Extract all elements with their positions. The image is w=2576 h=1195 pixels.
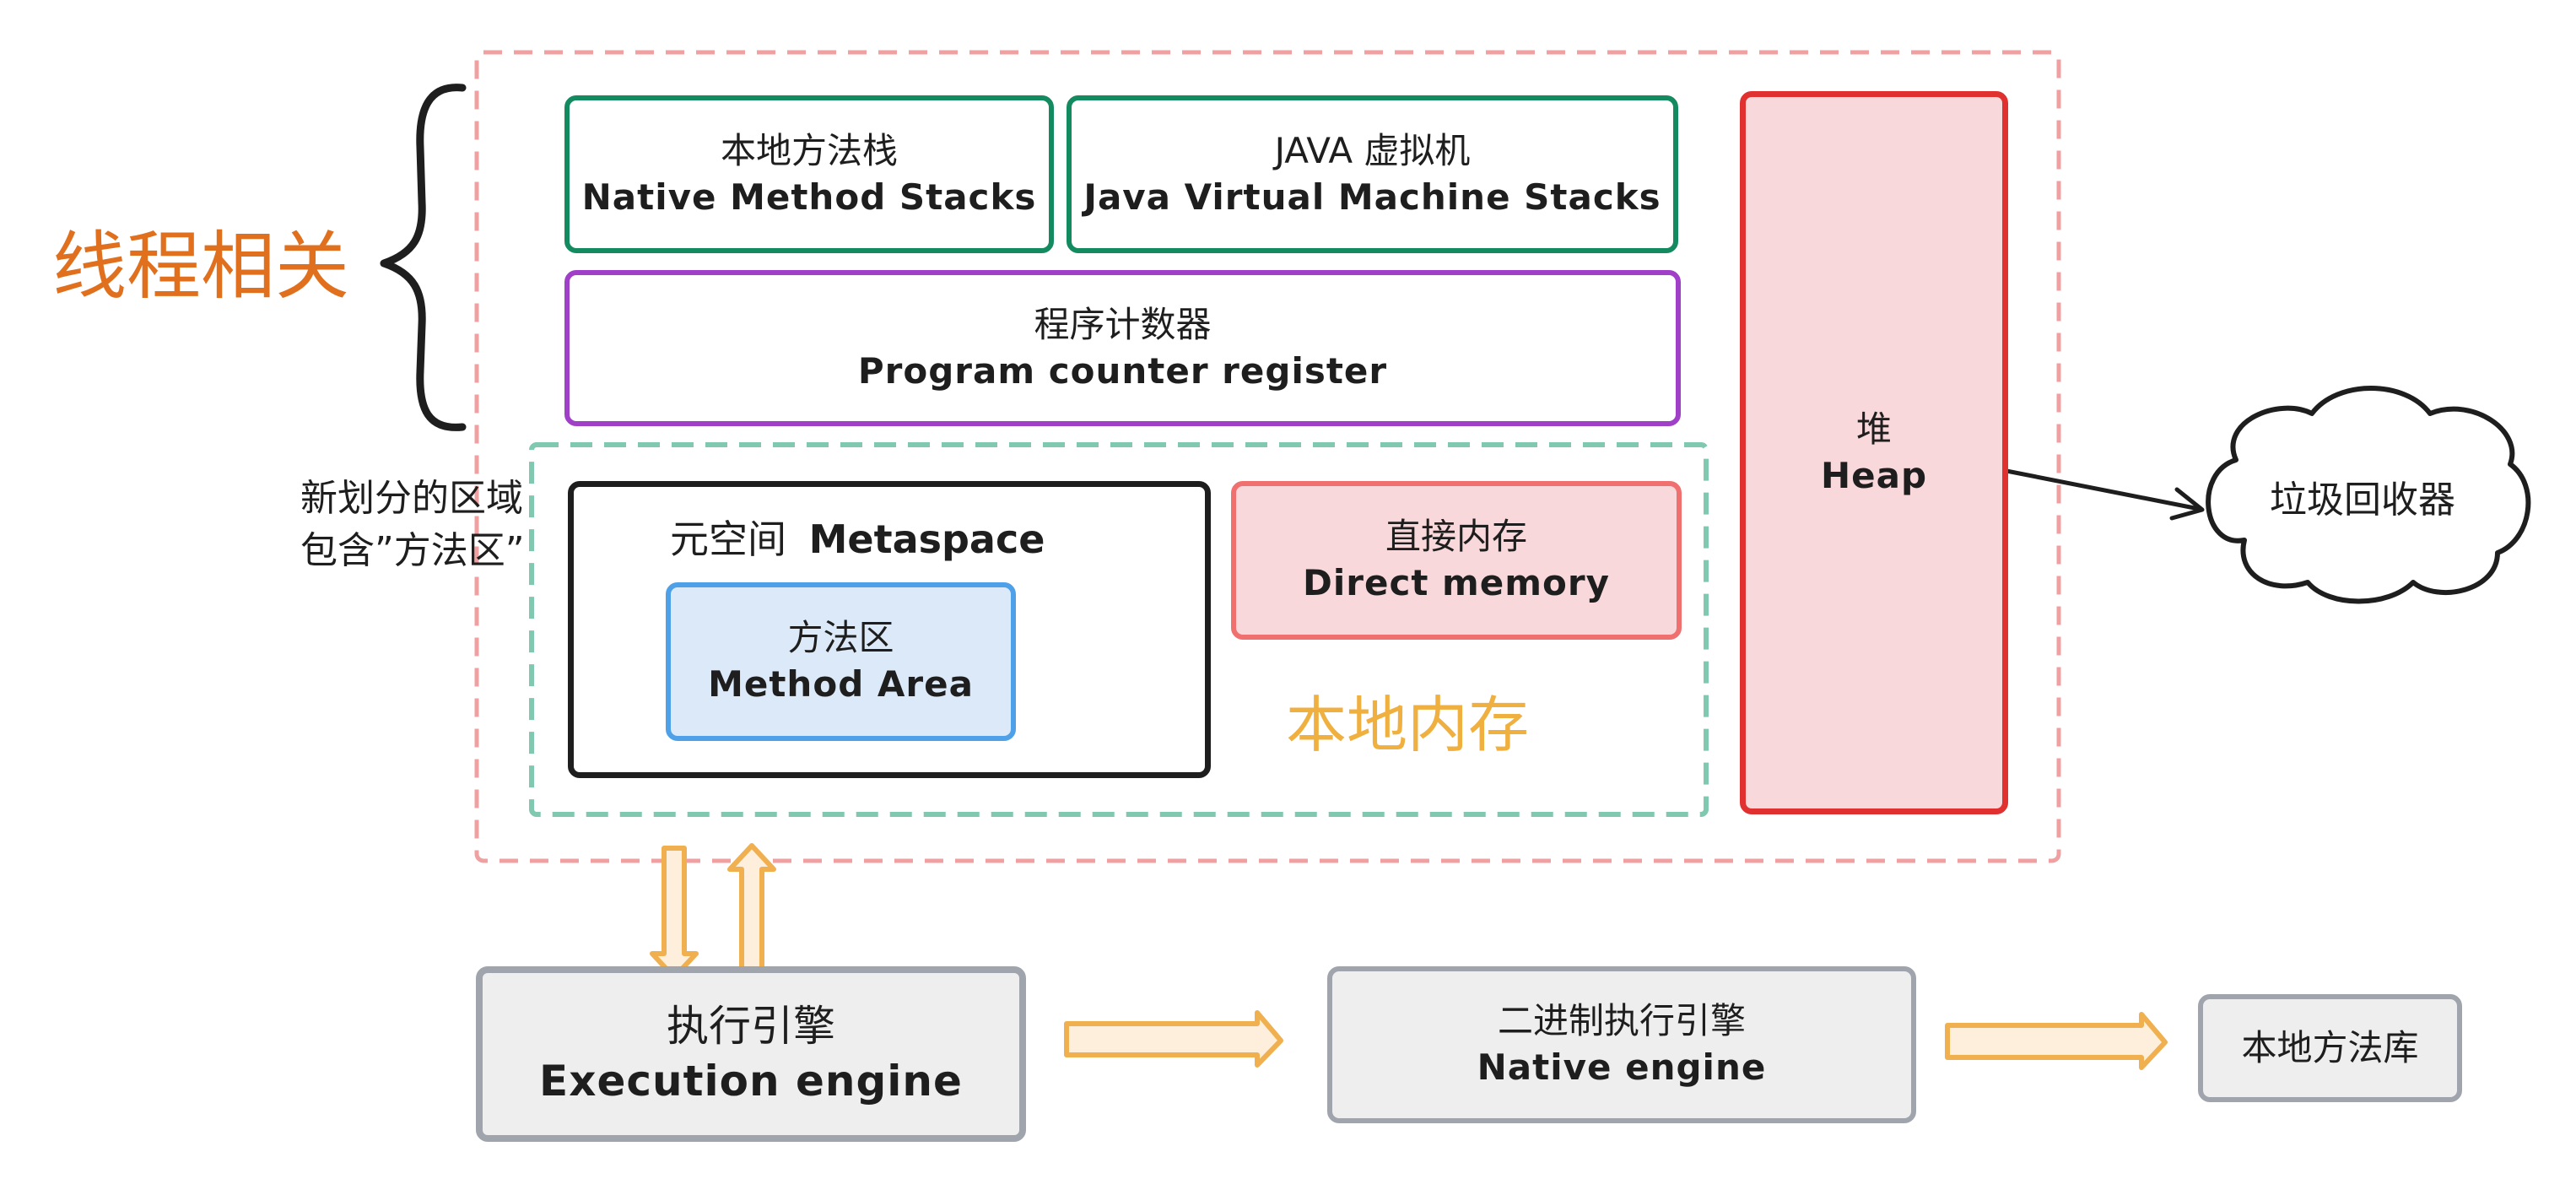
native-memory-label: 本地内存 [1286,689,1530,760]
metaspace-cn: 元空间 [670,516,786,562]
metaspace-note-line1: 新划分的区域 [300,477,523,520]
native-engine-to-library-arrow [1945,1012,2168,1070]
direct-memory-box: 直接内存 Direct memory [1231,481,1682,640]
native-library-box: 本地方法库 [2198,994,2462,1102]
method-area-en: Method Area [708,663,974,705]
thread-related-label: 线程相关 [52,223,350,310]
execution-engine-box: 执行引擎 Execution engine [476,966,1026,1142]
garbage-collector-cloud [2206,386,2531,604]
native-engine-cn: 二进制执行引擎 [1497,1000,1746,1042]
heap-box: 堆 Heap [1740,91,2008,814]
heap-en: Heap [1820,454,1928,496]
metaspace-engine-up-arrow [727,843,776,980]
metaspace-title: 元空间 Metaspace [670,509,1045,565]
native-engine-box: 二进制执行引擎 Native engine [1327,966,1916,1123]
runtime-area-outline [474,50,2061,863]
direct-memory-en: Direct memory [1302,562,1610,603]
execution-engine-cn: 执行引擎 [667,1002,835,1051]
metaspace-engine-down-arrow [650,846,699,980]
garbage-collector-label: 垃圾回收器 [2270,479,2455,522]
metaspace-en: Metaspace [808,516,1045,562]
method-area-box: 方法区 Method Area [666,582,1016,741]
thread-brace [380,84,467,431]
native-method-stacks-en: Native Method Stacks [581,176,1037,218]
method-area-cn: 方法区 [787,617,894,659]
metaspace-note-line2: 包含”方法区” [300,529,525,572]
program-counter-en: Program counter register [857,349,1388,392]
engine-to-native-engine-arrow [1064,1010,1283,1068]
native-library-label: 本地方法库 [2241,1026,2419,1068]
native-engine-en: Native engine [1477,1046,1767,1088]
heap-cn: 堆 [1855,408,1892,450]
program-counter-box: 程序计数器 Program counter register [564,270,1681,426]
native-method-stacks-cn: 本地方法栈 [720,129,898,171]
program-counter-cn: 程序计数器 [1034,303,1212,345]
execution-engine-en: Execution engine [539,1057,963,1106]
jvm-stacks-en: Java Virtual Machine Stacks [1083,176,1661,218]
heap-to-gc-arrow [2004,468,2205,521]
native-method-stacks-box: 本地方法栈 Native Method Stacks [564,95,1054,253]
native-memory-outline [529,442,1709,817]
direct-memory-cn: 直接内存 [1385,516,1527,558]
jvm-stacks-box: JAVA 虚拟机 Java Virtual Machine Stacks [1067,95,1678,253]
jvm-stacks-cn: JAVA 虚拟机 [1274,129,1471,171]
metaspace-note: 新划分的区域 包含”方法区” [300,473,525,577]
